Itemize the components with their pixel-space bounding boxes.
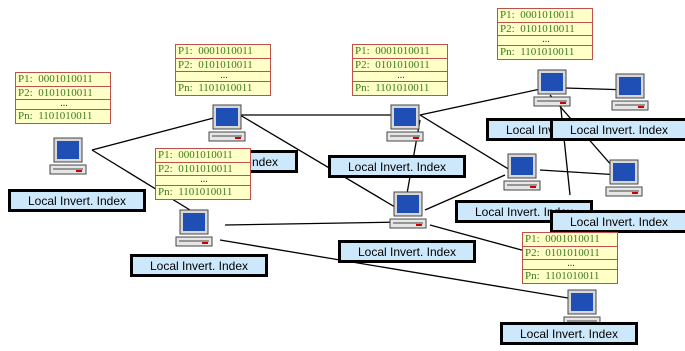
network-link [91, 114, 226, 151]
posting-row: P2: 0101010011 [16, 87, 110, 100]
posting-row: Pn: 1101010011 [178, 82, 253, 94]
computer-icon [605, 159, 643, 197]
computer-icon [49, 137, 87, 175]
posting-row: P1: 0001010011 [176, 45, 270, 59]
network-link [91, 149, 191, 211]
local-index-box: Local Invert. Index [550, 210, 685, 233]
posting-row: Pn: 1101010011 [158, 186, 233, 198]
posting-ellipsis: ... [156, 176, 250, 186]
network-link [419, 114, 511, 171]
posting-list-card: P1: 0001010011 P2: 0101010011 ... Pn: 11… [15, 72, 111, 124]
posting-row: Pn: 1101010011 [355, 82, 430, 94]
posting-row: P1: 0001010011 [353, 45, 447, 59]
posting-ellipsis: ... [498, 36, 592, 46]
computer-icon [611, 73, 649, 111]
posting-list-card: P1: 0001010011 P2: 0101010011 ... Pn: 11… [497, 8, 593, 60]
local-index-box: Local Invert. Index [550, 118, 685, 141]
posting-ellipsis: ... [353, 72, 447, 82]
posting-row: Pn: 1101010011 [500, 46, 575, 58]
computer-icon [208, 104, 246, 142]
posting-row: P1: 0001010011 [16, 73, 110, 87]
posting-row: P2: 0101010011 [156, 163, 250, 176]
computer-icon [533, 69, 571, 107]
local-index-box: Local Invert. Index [500, 322, 638, 345]
network-link [219, 239, 581, 301]
local-index-box: Local Invert. Index [8, 189, 146, 212]
posting-ellipsis: ... [523, 260, 617, 270]
posting-row: P1: 0001010011 [498, 9, 592, 23]
computer-icon [386, 104, 424, 142]
computer-icon [389, 191, 427, 229]
network-link [559, 99, 571, 196]
local-index-box: Local Invert. Index [328, 155, 466, 178]
posting-row: Pn: 1101010011 [18, 110, 93, 122]
posting-row: P2: 0101010011 [523, 247, 617, 260]
posting-row: P2: 0101010011 [353, 59, 447, 72]
network-link [224, 221, 406, 226]
posting-ellipsis: ... [16, 100, 110, 110]
network-link [429, 224, 541, 256]
network-link [539, 169, 621, 176]
network-link [424, 174, 506, 211]
local-index-box: Local Invert. Index [130, 254, 268, 277]
posting-ellipsis: ... [176, 72, 270, 82]
posting-row: Pn: 1101010011 [525, 270, 600, 282]
posting-row: P1: 0001010011 [523, 233, 617, 247]
computer-icon [563, 289, 601, 327]
network-link [239, 114, 401, 211]
posting-row: P1: 0001010011 [156, 149, 250, 163]
posting-list-card: P1: 0001010011 P2: 0101010011 ... Pn: 11… [155, 148, 251, 200]
network-link [419, 87, 546, 116]
posting-list-card: P1: 0001010011 P2: 0101010011 ... Pn: 11… [352, 44, 448, 96]
posting-list-card: P1: 0001010011 P2: 0101010011 ... Pn: 11… [522, 232, 618, 284]
posting-list-card: P1: 0001010011 P2: 0101010011 ... Pn: 11… [175, 44, 271, 96]
posting-row: P2: 0101010011 [498, 23, 592, 36]
posting-row: P2: 0101010011 [176, 59, 270, 72]
computer-icon [503, 153, 541, 191]
local-index-box: Local Invert. Index [338, 240, 476, 263]
computer-icon [175, 209, 213, 247]
